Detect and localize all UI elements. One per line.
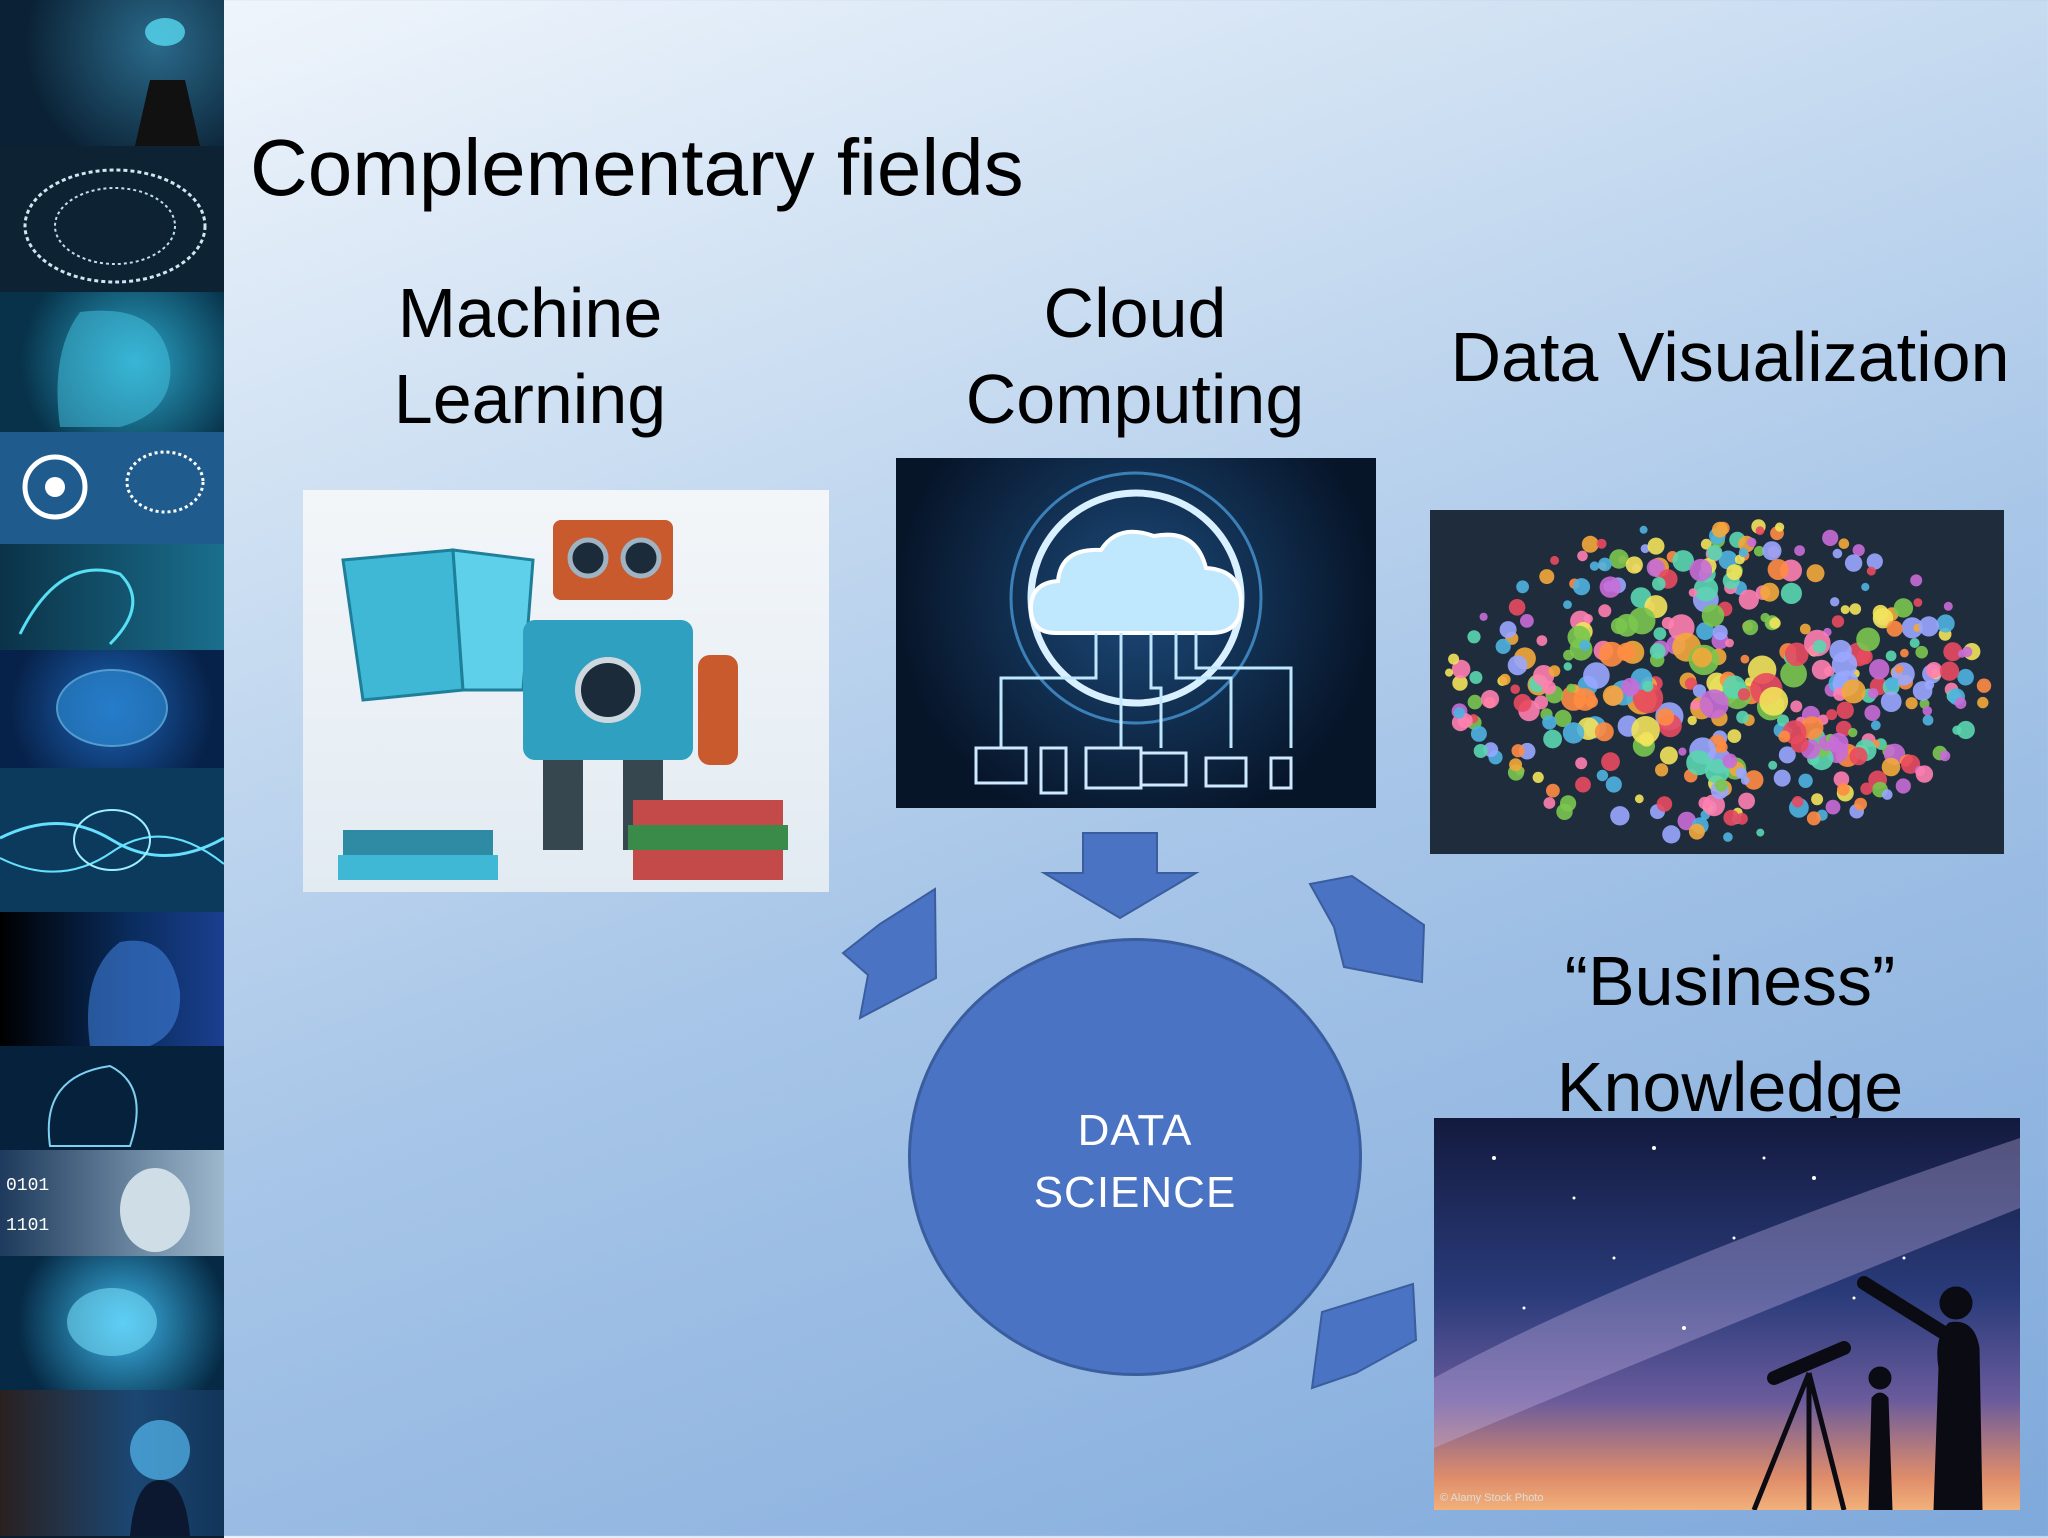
svg-text:1101: 1101 xyxy=(6,1216,49,1236)
glowing-head-profile-image xyxy=(0,912,224,1048)
business-knowledge-line2: Knowledge xyxy=(1556,1048,1904,1126)
data-visualization-bubbles-image xyxy=(1430,510,2004,854)
stargazing-image: © Alamy Stock Photo xyxy=(1434,1118,2020,1510)
data-science-line1: DATA xyxy=(1077,1106,1193,1155)
cloud-computing-image xyxy=(896,458,1376,808)
arrow-from-cloud xyxy=(1040,832,1200,920)
business-knowledge-label: “Business” Knowledge xyxy=(1480,928,1980,1140)
brain-head-image xyxy=(0,0,224,148)
arrow-from-business-knowledge xyxy=(1310,1282,1418,1390)
arrow-from-machine-learning xyxy=(841,887,938,1020)
slide-title: Complementary fields xyxy=(250,123,1024,212)
digital-head-image xyxy=(0,292,224,434)
network-lines-image xyxy=(0,768,224,914)
machine-learning-line1: Machine xyxy=(397,274,663,352)
cloud-computing-label: Cloud Computing xyxy=(935,270,1335,442)
business-knowledge-line1: “Business” xyxy=(1564,942,1896,1020)
decorative-image-strip: 0101 1101 xyxy=(0,0,224,1538)
data-science-line2: SCIENCE xyxy=(1033,1168,1237,1217)
glowing-brain-head-image xyxy=(0,1390,224,1538)
data-visualization-label: Data Visualization xyxy=(1450,318,2010,396)
brain-circuit-board-image xyxy=(0,1256,224,1392)
robot-reading-image xyxy=(303,490,829,892)
cloud-computing-line2: Computing xyxy=(965,360,1305,438)
arrow-from-data-visualization xyxy=(1308,874,1426,984)
circuit-face-image xyxy=(0,1046,224,1152)
circuit-brain-image xyxy=(0,146,224,294)
data-science-label: DATA SCIENCE xyxy=(908,1100,1362,1224)
blue-brain-image xyxy=(0,650,224,770)
photo-credit: © Alamy Stock Photo xyxy=(1440,1492,1544,1504)
data-science-circle xyxy=(908,938,1362,1376)
binary-code-head-image: 0101 1101 xyxy=(0,1150,224,1258)
machine-learning-label: Machine Learning xyxy=(330,270,730,442)
svg-text:0101: 0101 xyxy=(6,1176,49,1196)
gears-and-brain-image xyxy=(0,432,224,546)
machine-learning-line2: Learning xyxy=(393,360,667,438)
cloud-computing-line1: Cloud xyxy=(1043,274,1227,352)
